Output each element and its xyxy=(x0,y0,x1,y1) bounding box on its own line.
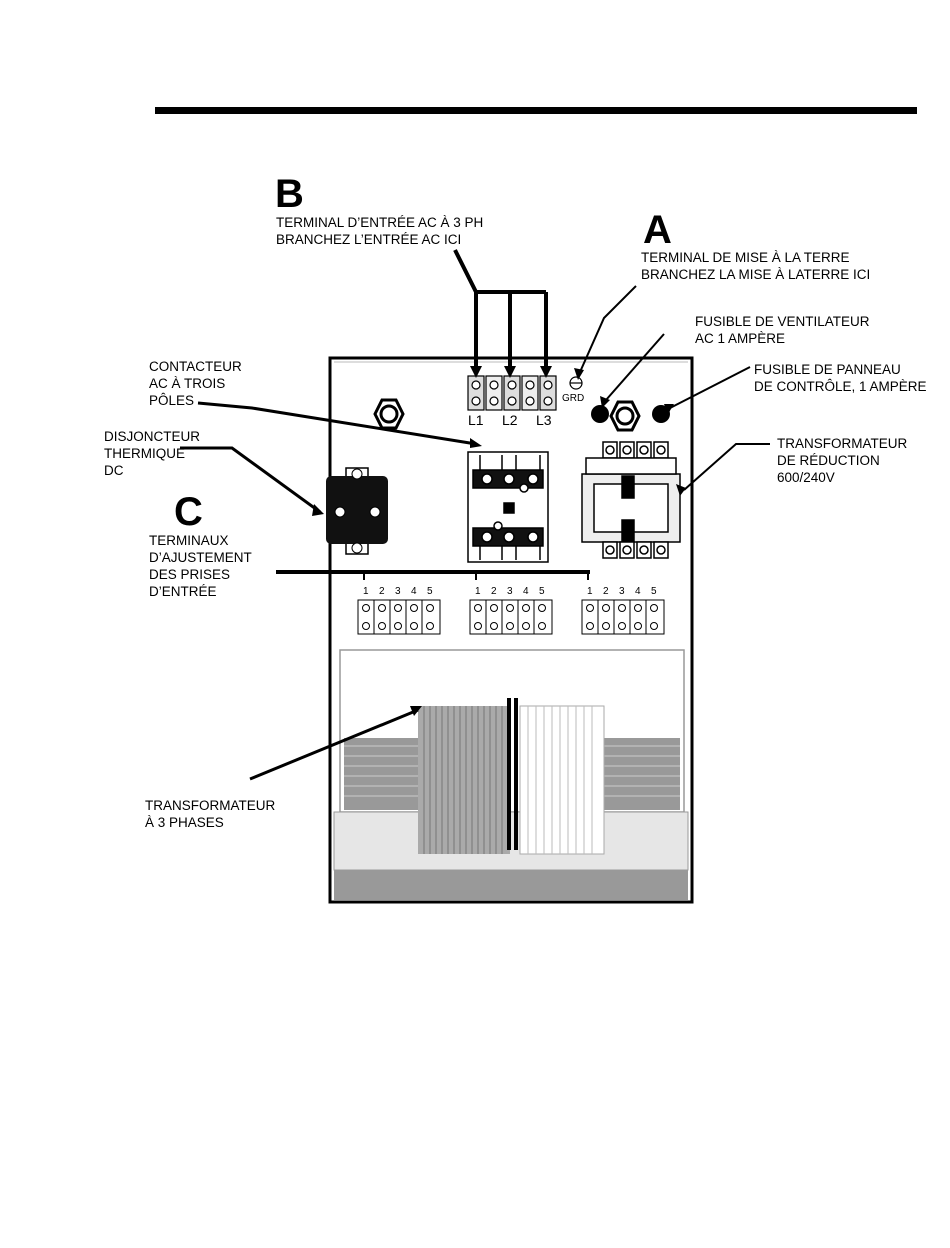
arrowheads xyxy=(312,366,686,716)
three-phase-transformer xyxy=(333,649,689,900)
ground-label: TERMINAL DE MISE À LA TERRE BRANCHEZ LA … xyxy=(641,249,870,283)
breaker-label-line3: DC xyxy=(104,463,124,478)
panel-fuse-label-line2: DE CONTRÔLE, 1 AMPÈRE xyxy=(754,379,927,394)
panel-fuse-label-line1: FUSIBLE DE PANNEAU xyxy=(754,362,901,377)
fan-fuse xyxy=(591,405,609,423)
three-pole-contactor xyxy=(467,451,549,563)
three-phase-label-line1: TRANSFORMATEUR xyxy=(145,798,276,813)
section-letter-a: A xyxy=(643,208,672,252)
step-down-label-line1: TRANSFORMATEUR xyxy=(777,436,908,451)
three-phase-transformer-label: TRANSFORMATEUR À 3 PHASES xyxy=(145,797,275,831)
knockout-right xyxy=(609,400,641,432)
fan-fuse-label-line2: AC 1 AMPÈRE xyxy=(695,331,786,346)
tap-number: 1 xyxy=(475,586,481,597)
terminal-l2-label: L2 xyxy=(502,412,518,428)
tap-number: 3 xyxy=(507,586,513,597)
taps-label-line2: D’AJUSTEMENT xyxy=(149,550,252,565)
three-phase-label-line2: À 3 PHASES xyxy=(145,815,224,830)
tap-number: 2 xyxy=(491,586,497,597)
tap-number: 1 xyxy=(363,586,369,597)
dc-thermal-breaker xyxy=(326,467,388,555)
fan-fuse-label-line1: FUSIBLE DE VENTILATEUR xyxy=(695,314,870,329)
ground-label-line1: TERMINAL DE MISE À LA TERRE xyxy=(641,250,850,265)
tap-terminal-block-3 xyxy=(581,599,665,635)
tap-number: 3 xyxy=(619,586,625,597)
tap-number: 2 xyxy=(603,586,609,597)
section-letter-b: B xyxy=(275,172,304,216)
fan-fuse-label: FUSIBLE DE VENTILATEUR AC 1 AMPÈRE xyxy=(695,313,870,347)
contactor-label-line2: AC À TROIS xyxy=(149,376,226,391)
ac-input-label-line1: TERMINAL D’ENTRÉE AC À 3 PH xyxy=(276,215,484,230)
contactor-label-line3: PÔLES xyxy=(149,393,195,408)
ac-input-terminal-block xyxy=(467,375,557,411)
ground-terminal xyxy=(569,376,583,390)
leader-lines xyxy=(180,249,770,781)
panel-fuse-label: FUSIBLE DE PANNEAU DE CONTRÔLE, 1 AMPÈRE xyxy=(754,361,927,395)
breaker-label-line1: DISJONCTEUR xyxy=(104,429,201,444)
tap-number: 4 xyxy=(523,586,529,597)
tap-number: 2 xyxy=(379,586,385,597)
terminal-l3-label: L3 xyxy=(536,412,552,428)
tap-number: 5 xyxy=(651,586,657,597)
step-down-label-line3: 600/240V xyxy=(777,470,835,485)
tap-number: 1 xyxy=(587,586,593,597)
ground-label-line2: BRANCHEZ LA MISE À LATERRE ICI xyxy=(641,267,871,282)
ac-input-label-line2: BRANCHEZ L’ENTRÉE AC ICI xyxy=(276,232,462,247)
step-down-transformer xyxy=(581,441,681,559)
tap-terminal-block-1 xyxy=(357,599,441,635)
breaker-label-line2: THERMIQUE xyxy=(104,446,185,461)
ac-input-label: TERMINAL D’ENTRÉE AC À 3 PH BRANCHEZ L’E… xyxy=(276,214,483,248)
tap-number: 5 xyxy=(427,586,433,597)
tap-number: 4 xyxy=(411,586,417,597)
contactor-label: CONTACTEUR AC À TROIS PÔLES xyxy=(149,358,242,409)
tap-terminal-block-2 xyxy=(469,599,553,635)
tap-number: 4 xyxy=(635,586,641,597)
control-panel-fuse xyxy=(652,405,670,423)
step-down-transformer-label: TRANSFORMATEUR DE RÉDUCTION 600/240V xyxy=(777,435,907,486)
knockout-left xyxy=(373,398,405,430)
section-letter-c: C xyxy=(174,490,203,534)
contactor-label-line1: CONTACTEUR xyxy=(149,359,242,374)
terminal-l1-label: L1 xyxy=(468,412,484,428)
step-down-label-line2: DE RÉDUCTION xyxy=(777,453,880,468)
breaker-label: DISJONCTEUR THERMIQUE DC xyxy=(104,428,200,479)
taps-label-line4: D’ENTRÉE xyxy=(149,584,217,599)
tap-number: 3 xyxy=(395,586,401,597)
taps-label-line3: DES PRISES xyxy=(149,567,231,582)
header-rule xyxy=(155,107,917,114)
tap-terminals-label: TERMINAUX D’AJUSTEMENT DES PRISES D’ENTR… xyxy=(149,532,252,600)
tap-number: 5 xyxy=(539,586,545,597)
taps-label-line1: TERMINAUX xyxy=(149,533,229,548)
terminal-grd-label: GRD xyxy=(562,393,585,404)
